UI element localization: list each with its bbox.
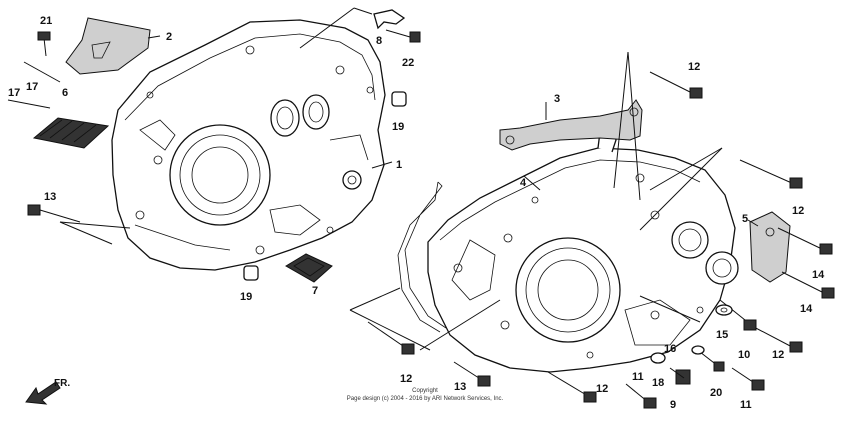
callout-labels: 21 2 17 6 17 13 8 22 19 1 19 7 12 3 4 12… (8, 15, 825, 411)
callout-12-left-bottom: 12 (400, 373, 412, 385)
callout-13-bottom: 13 (454, 381, 466, 393)
callout-4: 4 (520, 177, 527, 189)
washers (650, 304, 733, 364)
callout-1: 1 (396, 159, 402, 171)
dowel-pins (243, 91, 407, 281)
part-3-bracket (499, 99, 643, 151)
callout-11-right: 11 (740, 399, 752, 411)
front-direction-indicator: FR. (25, 378, 70, 405)
front-direction-label: FR. (54, 378, 70, 389)
part-7-seal (285, 253, 333, 283)
front-arrow-icon (25, 381, 61, 405)
callout-15: 15 (716, 329, 728, 341)
callout-17-upper: 17 (26, 81, 38, 93)
callout-12-right-upper: 12 (792, 205, 804, 217)
callout-13-left: 13 (44, 191, 56, 203)
callout-17-lower: 17 (8, 87, 20, 99)
callout-19-upper: 19 (392, 121, 404, 133)
copyright-line-2: Page design (c) 2004 - 2016 by ARI Netwo… (347, 396, 504, 402)
callout-18: 18 (652, 377, 664, 389)
copyright-notice: Copyright Page design (c) 2004 - 2016 by… (347, 388, 504, 402)
callout-8: 8 (376, 35, 382, 47)
callout-14-lower: 14 (800, 303, 813, 315)
callout-5: 5 (742, 213, 748, 225)
callout-11-left: 11 (632, 371, 644, 383)
leader-lines (59, 7, 759, 351)
callout-7: 7 (312, 285, 318, 297)
callout-6: 6 (62, 87, 68, 99)
callout-21: 21 (40, 15, 52, 27)
callout-14-upper: 14 (812, 269, 825, 281)
crankcase-gasket (397, 181, 447, 333)
callout-3: 3 (554, 93, 560, 105)
copyright-line-1: Copyright (412, 388, 438, 394)
callout-10: 10 (738, 349, 750, 361)
callout-22: 22 (402, 57, 414, 69)
callout-12-bottom: 12 (596, 383, 608, 395)
callout-9: 9 (670, 399, 676, 411)
part-6-filter-screen (32, 117, 110, 149)
part-2-cover-plate (65, 17, 151, 75)
callout-12-top: 12 (688, 61, 700, 73)
left-crankcase (111, 19, 386, 271)
part-8-bracket (373, 9, 406, 30)
part-5-cover (749, 211, 791, 283)
callout-20: 20 (710, 387, 722, 399)
callout-12-right-lower: 12 (772, 349, 784, 361)
callout-16: 16 (664, 343, 676, 355)
bolts (7, 29, 835, 409)
callout-19-lower: 19 (240, 291, 252, 303)
callout-2: 2 (166, 31, 172, 43)
right-crankcase (427, 127, 739, 373)
